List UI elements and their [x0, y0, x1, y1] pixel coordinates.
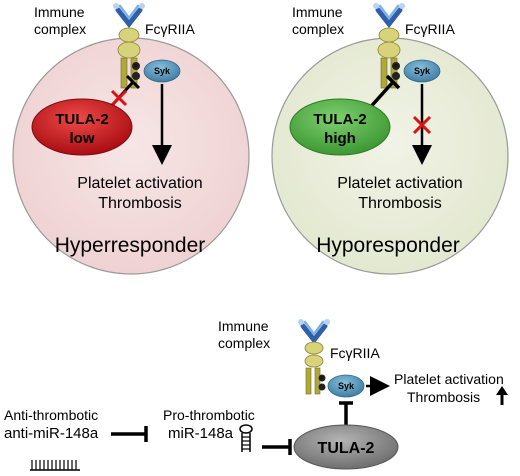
left-phosphate-2: [132, 72, 140, 80]
pro-thrombotic-label: Pro-thrombotic: [163, 407, 255, 423]
right-tula2-high-node: [289, 98, 391, 156]
bottom-receptor-label: FcγRIIA: [330, 345, 380, 361]
right-phosphate-label: P: [394, 64, 398, 70]
right-phosphate-1: [392, 62, 400, 70]
bottom-syk-label: Syk: [338, 381, 355, 391]
anti-mirna-oligo-icon: [30, 460, 80, 471]
right-immune-label-2: complex: [292, 21, 344, 37]
right-receptor-label: FcγRIIA: [405, 21, 455, 37]
right-immune-complex-icon: [373, 3, 405, 29]
right-immune-label-1: Immune: [292, 4, 343, 20]
bottom-syk-node: [327, 374, 365, 398]
left-tula2-low-node: [31, 98, 133, 156]
left-outcome-line-1: Platelet activation: [77, 175, 202, 192]
left-immune-label-1: Immune: [34, 4, 85, 20]
right-phenotype-label: Hyporesponder: [316, 234, 460, 257]
right-outcome-line-2: Thrombosis: [358, 195, 442, 212]
left-phenotype-label: Hyperresponder: [55, 234, 206, 257]
bottom-phosphate-1: [318, 374, 326, 382]
left-immune-complex-icon: [113, 3, 145, 29]
mirna-label: miR-148a: [168, 425, 234, 442]
right-syk-label: Syk: [414, 66, 431, 76]
left-outcome-line-2: Thrombosis: [98, 195, 182, 212]
bottom-outcome-line-2: Thrombosis: [407, 389, 480, 405]
left-phosphate-label: P: [134, 64, 138, 70]
bottom-immune-label-2: complex: [218, 335, 270, 351]
left-immune-label-2: complex: [34, 21, 86, 37]
right-tula2-level: high: [324, 130, 356, 147]
left-syk-node: [143, 59, 181, 83]
right-blocked-mark: [412, 115, 432, 135]
left-receptor-label: FcγRIIA: [145, 21, 195, 37]
left-tula2-level: low: [70, 130, 95, 147]
bottom-tula2-label: TULA-2: [318, 440, 375, 457]
left-panel: P Syk Immune complex FcγRIIA TULA-2 low …: [12, 3, 250, 275]
right-outcome-line-1: Platelet activation: [337, 175, 462, 192]
right-tula2-label: TULA-2: [313, 111, 366, 128]
right-syk-node: [403, 59, 441, 83]
thrombosis-up-arrow-icon: [496, 386, 508, 405]
hairpin-rna-icon: [239, 424, 253, 452]
anti-mirna-label: anti-miR-148a: [4, 425, 99, 442]
bottom-immune-label-1: Immune: [218, 318, 269, 334]
bottom-fcgr-receptor: [304, 341, 324, 395]
right-phosphate-2: [392, 72, 400, 80]
bottom-panel: Immune complex FcγRIIA P Syk Platelet ac…: [4, 318, 508, 471]
bottom-immune-complex-icon: [298, 319, 330, 345]
right-panel: P Syk Immune complex FcγRIIA TULA-2 high…: [271, 3, 509, 275]
right-inhibition-bar: [385, 74, 401, 90]
left-syk-label: Syk: [154, 66, 171, 76]
bottom-phosphate-2: [318, 383, 326, 391]
left-inhibition-bar: [125, 74, 141, 90]
bottom-outcome-line-1: Platelet activation: [394, 371, 504, 387]
left-blocked-mark: [110, 89, 128, 107]
left-tula2-label: TULA-2: [55, 111, 108, 128]
left-phosphate-1: [132, 62, 140, 70]
bottom-tula2-node: [293, 424, 399, 470]
anti-thrombotic-label: Anti-thrombotic: [4, 407, 98, 423]
bottom-phosphate-label: P: [320, 376, 324, 382]
